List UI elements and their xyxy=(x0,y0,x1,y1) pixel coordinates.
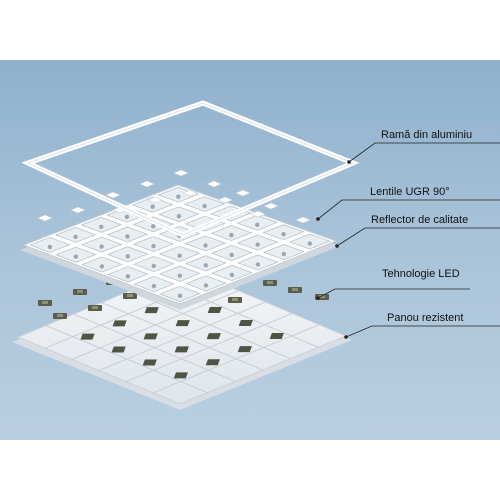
led-chip-die xyxy=(92,306,98,309)
led-leader-dot xyxy=(316,296,320,300)
reflector-cell-led xyxy=(99,264,105,269)
panel-led-chip xyxy=(174,346,189,353)
led-chip-die xyxy=(232,298,238,301)
led-chip-die xyxy=(127,294,133,297)
label-led-technology: Tehnologie LED xyxy=(382,268,460,280)
panel-led-chip xyxy=(206,333,221,340)
lens-square xyxy=(250,210,266,218)
lens-square xyxy=(295,216,311,224)
led-chip-die xyxy=(42,301,48,304)
leader-lines xyxy=(317,142,500,338)
lens-square xyxy=(37,214,53,222)
frame-leader-line xyxy=(348,142,500,163)
reflector-cell-led xyxy=(203,263,208,268)
led-chip-die xyxy=(77,290,83,293)
lens-square xyxy=(206,180,222,188)
reflector-cell-led xyxy=(229,252,234,258)
led-chip-die xyxy=(267,281,273,284)
reflector-cell-led xyxy=(73,234,78,240)
panel-led-chip xyxy=(143,333,158,340)
panel-leader-line xyxy=(345,325,500,338)
reflector-cell-led xyxy=(124,214,130,219)
reflector-cell-led xyxy=(255,242,260,247)
reflector-cell-led xyxy=(99,224,104,230)
lens-square xyxy=(173,169,189,177)
lens-square xyxy=(235,189,251,197)
reflector-cell-led xyxy=(255,262,261,267)
label-quality-reflector: Reflector de calitate xyxy=(371,214,469,226)
reflector-cell-led xyxy=(125,254,130,259)
leader-dots xyxy=(316,160,351,339)
led-chip-die xyxy=(57,314,63,317)
lens-square xyxy=(139,180,155,188)
reflector-cell-led xyxy=(203,283,209,288)
reflector-cell-led xyxy=(47,244,53,250)
panel-led-chip xyxy=(111,346,126,353)
panel-leader-dot xyxy=(344,335,348,339)
ugr-lens-layer xyxy=(37,169,311,224)
lens-square xyxy=(70,206,86,214)
panel-led-chip xyxy=(144,307,159,314)
reflector-cell-led xyxy=(151,263,156,269)
panel-led-chip xyxy=(173,372,188,379)
reflector-cell-led xyxy=(176,213,182,219)
led-leader-line xyxy=(317,288,470,299)
reflector-cell-led xyxy=(176,194,181,199)
reflector-cell-led xyxy=(281,231,286,237)
reflector-cell-led xyxy=(177,273,183,278)
aluminium-frame-layer xyxy=(21,100,360,238)
reflector-cell-led xyxy=(307,241,313,246)
panel-grid-line xyxy=(152,324,320,394)
reflector-cell-led xyxy=(177,293,183,299)
frame-leader-dot xyxy=(347,160,351,164)
reflector-cell-led xyxy=(125,234,130,239)
reflector-leader-line xyxy=(336,227,500,247)
reflector-cell-led xyxy=(99,244,104,249)
reflector-cell-led xyxy=(202,203,207,209)
panel-led-chip xyxy=(175,320,190,327)
reflector-cell-led xyxy=(73,254,79,259)
label-ugr-lens: Lentile UGR 90° xyxy=(370,186,450,198)
reflector-cell-led xyxy=(151,283,157,289)
panel-led-chip xyxy=(269,333,284,340)
label-resistant-panel: Panou rezistent xyxy=(387,312,464,324)
lens-square xyxy=(217,196,233,204)
panel-led-chip xyxy=(142,359,157,366)
lens-square xyxy=(147,196,163,204)
label-aluminium-frame: Ramă din aluminiu xyxy=(381,129,473,141)
reflector-leader-dot xyxy=(335,244,339,248)
resistant-panel-layer xyxy=(12,267,352,410)
lens-square xyxy=(182,189,198,197)
led-chip-die xyxy=(292,288,298,291)
panel-led-chip xyxy=(237,346,252,353)
lens-leader-dot xyxy=(316,217,320,221)
reflector-cell-led xyxy=(150,224,156,229)
reflector-cell-led xyxy=(150,204,155,209)
panel-led-chip xyxy=(80,333,95,340)
panel-led-chip xyxy=(207,306,222,313)
reflector-cell-led xyxy=(125,274,131,279)
reflector-cell-led xyxy=(229,232,234,238)
led-chip-die xyxy=(319,295,325,298)
panel-led-chip xyxy=(205,359,220,366)
reflector-cell-led xyxy=(281,251,287,257)
reflector-cell-led xyxy=(229,272,235,278)
lens-leader-line xyxy=(317,199,500,220)
panel-led-chip xyxy=(112,320,127,327)
lens-square xyxy=(105,191,121,199)
reflector-cell-led xyxy=(151,243,156,249)
reflector-cell-led xyxy=(255,222,260,228)
reflector-cell-led xyxy=(203,243,208,248)
lens-square xyxy=(263,202,279,210)
reflector-cell-led xyxy=(177,253,182,258)
panel-led-chip xyxy=(238,320,253,327)
